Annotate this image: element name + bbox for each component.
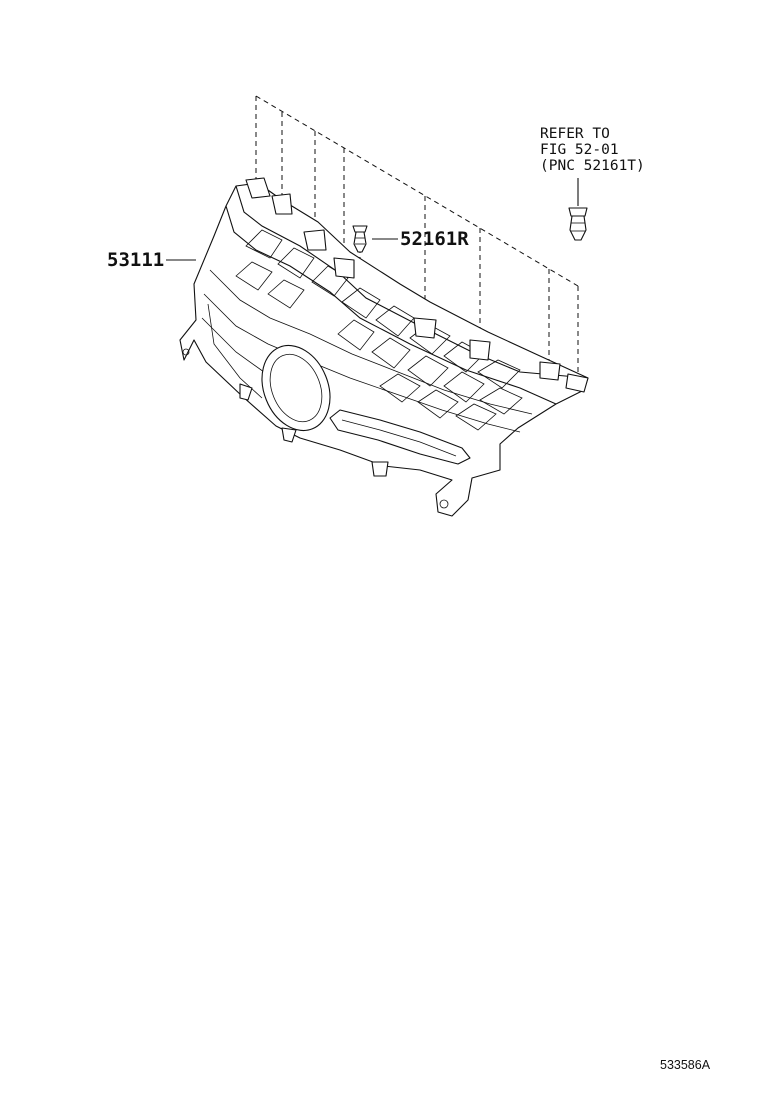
refer-note: REFER TO FIG 52-01 (PNC 52161T) xyxy=(540,126,645,174)
refer-note-line-2: FIG 52-01 xyxy=(540,142,619,158)
clip-52161R xyxy=(352,225,398,253)
clip-52161T xyxy=(568,178,588,241)
callout-53111: 53111 xyxy=(107,249,165,271)
radiator-grille xyxy=(179,177,589,517)
refer-note-line-1: REFER TO xyxy=(540,126,610,142)
diagram-code: 533586A xyxy=(660,1058,711,1072)
callout-52161R: 52161R xyxy=(400,228,469,250)
refer-note-line-3: (PNC 52161T) xyxy=(540,158,645,174)
